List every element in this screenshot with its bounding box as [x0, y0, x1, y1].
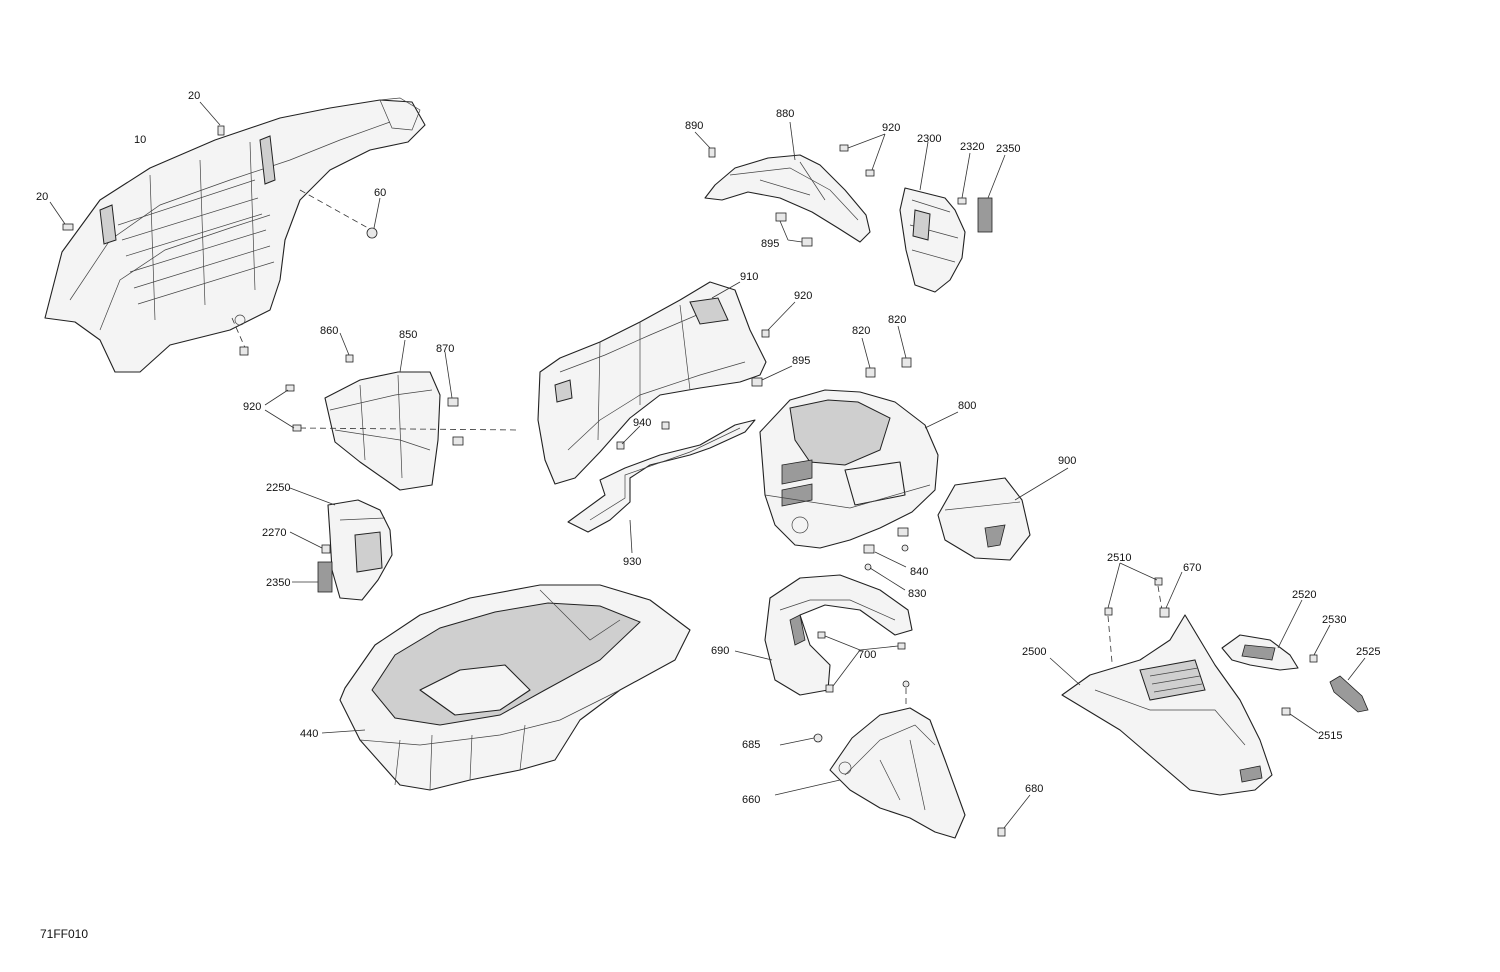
part-2350-grille-upper [977, 154, 1006, 233]
callout-2320: 2320 [960, 141, 984, 153]
part-820-fasteners [861, 325, 912, 378]
callout-880: 880 [776, 108, 794, 120]
part-60-nut [299, 189, 381, 239]
callout-2515: 2515 [1318, 730, 1342, 742]
callout-20: 20 [188, 90, 200, 102]
part-895-clips-upper [775, 212, 813, 247]
callout-900: 900 [1058, 455, 1076, 467]
callout-830: 830 [908, 588, 926, 600]
callout-670: 670 [1183, 562, 1201, 574]
callout-840: 840 [910, 566, 928, 578]
callout-20: 20 [36, 191, 48, 203]
callout-910: 910 [740, 271, 758, 283]
callout-860: 860 [320, 325, 338, 337]
callout-920: 920 [243, 401, 261, 413]
part-920-screws-side [264, 384, 302, 432]
callout-2300: 2300 [917, 133, 941, 145]
part-2500-rear-cover [1049, 614, 1273, 796]
part-900-cover [937, 467, 1069, 561]
part-440-storage-tub [321, 584, 691, 791]
callout-2250: 2250 [266, 482, 290, 494]
part-2530-screw [1309, 624, 1331, 663]
callout-850: 850 [399, 329, 417, 341]
part-2510-screws [1104, 562, 1163, 663]
part-20-screw-top [199, 101, 225, 136]
callout-2270: 2270 [262, 527, 286, 539]
callout-930: 930 [623, 556, 641, 568]
figure-code: 71FF010 [40, 927, 89, 941]
part-2525-latch [1329, 657, 1369, 713]
part-860-screw [339, 332, 354, 363]
part-2300-vent-housing [899, 141, 966, 293]
part-920-screw-console [761, 301, 796, 338]
part-910-console-panel [537, 281, 767, 485]
callout-660: 660 [742, 794, 760, 806]
callout-870: 870 [436, 343, 454, 355]
part-800-instrument-bezel [759, 389, 959, 549]
callout-440: 440 [300, 728, 318, 740]
part-870-clips [444, 351, 464, 446]
callout-labels: 20 10 20 60 890 880 920 895 2300 2320 23… [36, 90, 1380, 806]
part-2515-screw [1281, 707, 1319, 734]
part-940-clips [616, 421, 670, 450]
callout-2525: 2525 [1356, 646, 1380, 658]
part-920-screws-upper [839, 133, 886, 177]
part-850-side-housing [299, 339, 521, 491]
part-10-front-frame [44, 97, 426, 373]
part-685-screw [779, 733, 823, 746]
callout-895: 895 [792, 355, 810, 367]
callout-2350: 2350 [266, 577, 290, 589]
callout-2510: 2510 [1107, 552, 1131, 564]
part-2520-bracket [1221, 599, 1303, 671]
part-10-bolt-bottom [231, 317, 249, 356]
callout-800: 800 [958, 400, 976, 412]
part-2270-screw [289, 531, 331, 554]
part-660-lower-bracket [774, 707, 966, 839]
part-840-830-fasteners [863, 527, 909, 591]
part-2250-side-bracket [289, 487, 393, 601]
callout-10: 10 [134, 134, 146, 146]
part-20-screw-left [49, 201, 74, 231]
part-2350-grille-lower [292, 561, 333, 593]
part-2320-screw [957, 152, 971, 205]
part-690-lower-housing [734, 574, 913, 696]
callout-700: 700 [858, 649, 876, 661]
callout-60: 60 [374, 187, 386, 199]
part-660-top-screw [902, 680, 910, 708]
callout-2350: 2350 [996, 143, 1020, 155]
part-895-clip-console [751, 365, 793, 387]
callout-920: 920 [794, 290, 812, 302]
part-700-screws [817, 631, 906, 693]
part-670-clip [1159, 571, 1183, 618]
part-930-plate [567, 419, 756, 554]
callout-2500: 2500 [1022, 646, 1046, 658]
callout-2530: 2530 [1322, 614, 1346, 626]
callout-895: 895 [761, 238, 779, 250]
callout-820: 820 [852, 325, 870, 337]
callout-2520: 2520 [1292, 589, 1316, 601]
part-680-screw [997, 794, 1031, 837]
callout-890: 890 [685, 120, 703, 132]
part-880-upper-panel [704, 121, 871, 243]
callout-920: 920 [882, 122, 900, 134]
callout-690: 690 [711, 645, 729, 657]
callout-685: 685 [742, 739, 760, 751]
callout-820: 820 [888, 314, 906, 326]
part-890-screw [694, 131, 716, 158]
callout-680: 680 [1025, 783, 1043, 795]
callout-940: 940 [633, 417, 651, 429]
